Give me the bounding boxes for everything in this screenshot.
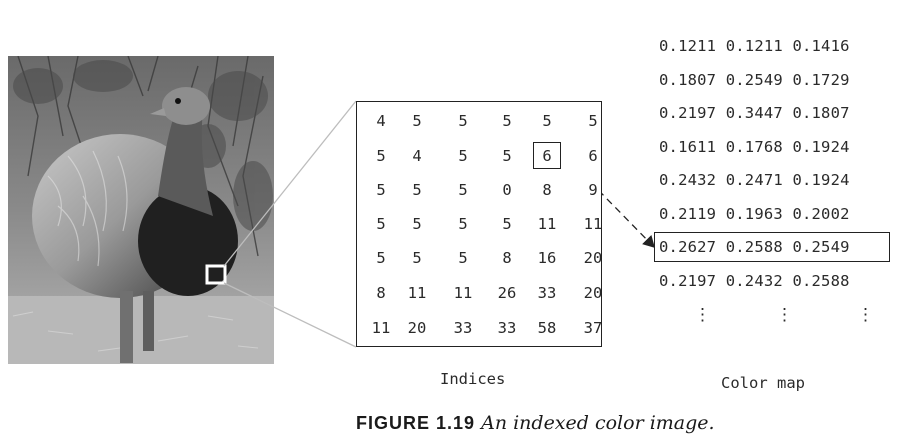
index-cell: 11 (537, 215, 557, 233)
index-cell: 6 (542, 147, 552, 165)
continuation-dots: ⋮ (694, 305, 711, 325)
index-cell: 11 (407, 284, 427, 302)
index-cell: 5 (376, 147, 386, 165)
zoom-marker (205, 264, 227, 285)
highlighted-color-row-box (654, 232, 890, 262)
index-cell: 5 (458, 112, 468, 130)
index-cell: 5 (376, 181, 386, 199)
color-map-row: 0.1211 0.1211 0.1416 (659, 37, 850, 55)
emu-photo (8, 56, 274, 364)
index-cell: 20 (583, 284, 603, 302)
color-map-label: Color map (721, 374, 805, 392)
index-cell: 11 (371, 319, 391, 337)
index-cell: 5 (412, 249, 422, 267)
index-cell: 5 (412, 181, 422, 199)
continuation-dots: ⋮ (776, 305, 793, 325)
index-cell: 26 (497, 284, 517, 302)
index-cell: 5 (502, 147, 512, 165)
color-map-row: 0.2432 0.2471 0.1924 (659, 171, 850, 189)
indices-label: Indices (440, 370, 506, 388)
index-cell: 6 (588, 147, 598, 165)
index-cell: 5 (458, 215, 468, 233)
index-cell: 4 (412, 147, 422, 165)
index-cell: 20 (407, 319, 427, 337)
index-cell: 5 (458, 147, 468, 165)
index-cell: 20 (583, 249, 603, 267)
color-map-row: 0.1807 0.2549 0.1729 (659, 70, 850, 89)
color-map-row: 0.1611 0.1768 0.1924 (659, 137, 850, 156)
index-cell: 8 (376, 284, 386, 302)
index-cell: 5 (458, 249, 468, 267)
index-cell: 9 (588, 181, 598, 199)
figure-caption: FIGURE 1.19 An indexed color image. (356, 412, 715, 434)
index-cell: 8 (542, 181, 552, 199)
highlighted-index-box (533, 142, 561, 169)
index-cell: 5 (412, 112, 422, 130)
caption-label: FIGURE 1.19 (356, 413, 476, 433)
index-cell: 11 (453, 284, 473, 302)
index-cell: 5 (502, 215, 512, 233)
index-cell: 5 (502, 112, 512, 130)
color-map-row: 0.2627 0.2588 0.2549 (659, 238, 850, 256)
index-cell: 5 (376, 215, 386, 233)
color-map-row: 0.2197 0.2432 0.2588 (659, 271, 850, 290)
index-cell: 33 (537, 284, 557, 302)
index-cell: 11 (583, 215, 603, 233)
index-cell: 5 (588, 112, 598, 130)
index-cell: 33 (497, 319, 517, 337)
index-cell: 37 (583, 319, 603, 337)
index-cell: 0 (502, 181, 512, 199)
index-cell: 58 (537, 319, 557, 337)
color-map-row: 0.2119 0.1963 0.2002 (659, 204, 850, 223)
index-cell: 16 (537, 249, 557, 267)
color-map-row: 0.2197 0.3447 0.1807 (659, 104, 850, 122)
index-cell: 5 (412, 215, 422, 233)
index-cell: 8 (502, 249, 512, 267)
caption-text: An indexed color image. (481, 412, 715, 434)
index-cell: 5 (376, 249, 386, 267)
index-cell: 5 (458, 181, 468, 199)
index-cell: 5 (542, 112, 552, 130)
index-cell: 4 (376, 112, 386, 130)
continuation-dots: ⋮ (857, 305, 874, 325)
index-cell: 33 (453, 319, 473, 337)
